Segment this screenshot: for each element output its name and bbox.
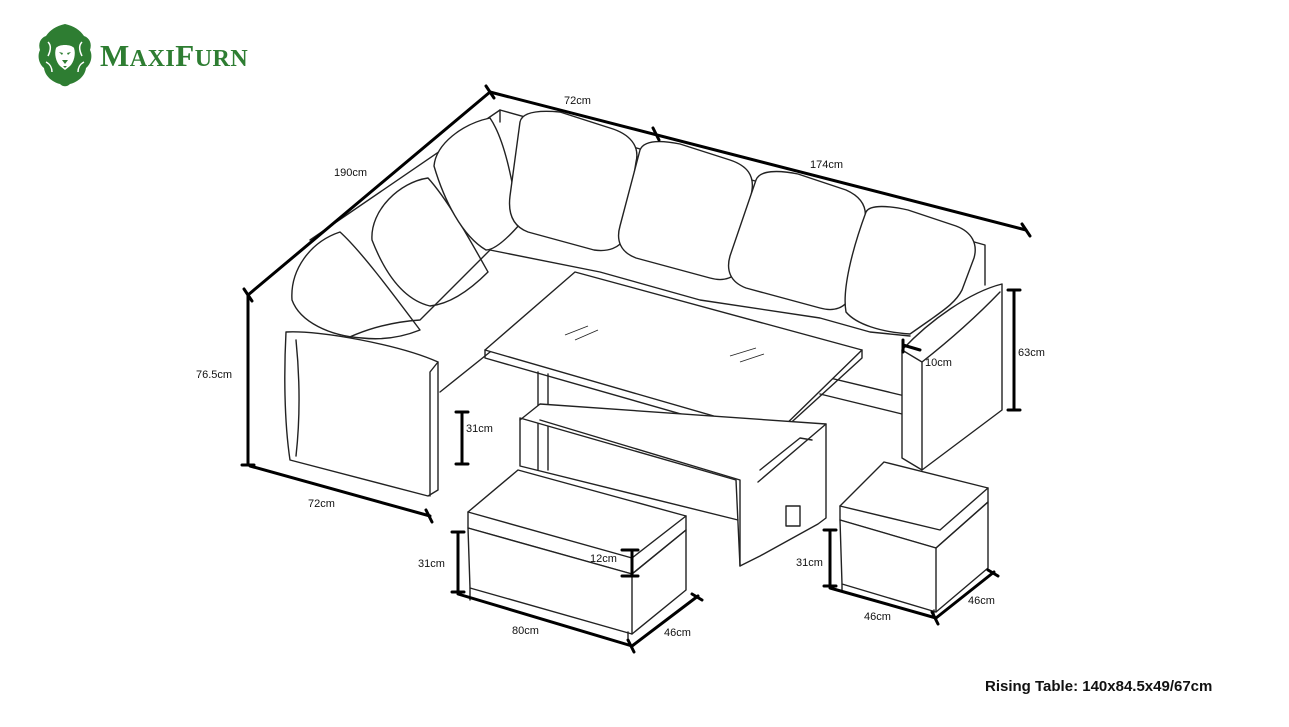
rising-table-base — [519, 403, 827, 567]
label-46cm-bench: 46cm — [664, 627, 691, 639]
dim-line-174 — [488, 90, 1028, 232]
label-12cm: 12cm — [590, 553, 617, 565]
label-31cm-bench: 31cm — [418, 558, 445, 570]
stool-body — [839, 519, 937, 613]
brand-name: MAXIFURN — [100, 37, 249, 73]
lion-head-icon — [38, 24, 92, 87]
label-76-5cm: 76.5cm — [196, 369, 232, 381]
label-174cm: 174cm — [810, 159, 843, 171]
back-cushion — [844, 205, 976, 335]
label-46cm-stool-d: 46cm — [968, 595, 995, 607]
label-63cm: 63cm — [1018, 347, 1045, 359]
sofa-left-arm — [284, 331, 439, 497]
label-10cm: 10cm — [925, 357, 952, 369]
stool-top — [839, 461, 989, 531]
back-cushion — [508, 110, 638, 252]
back-cushion — [371, 177, 489, 307]
sofa-right-arm — [901, 283, 1003, 471]
label-80cm: 80cm — [512, 625, 539, 637]
dim-line-46-stool-d — [934, 570, 996, 620]
label-72cm-arm: 72cm — [308, 498, 335, 510]
label-31cm-stool: 31cm — [796, 557, 823, 569]
brand-logo: MAXIFURN — [36, 22, 248, 88]
dim-line-46-stool-w — [828, 586, 938, 620]
dim-line-80 — [456, 592, 634, 648]
dim-line-190 — [246, 90, 492, 297]
dim-line-46-bench — [630, 594, 700, 648]
label-72cm-corner: 72cm — [564, 95, 591, 107]
rising-table-spec: Rising Table: 140x84.5x49/67cm — [985, 678, 1213, 695]
label-190cm: 190cm — [334, 167, 367, 179]
dim-line-72-arm — [248, 464, 432, 518]
label-31cm-seat: 31cm — [466, 423, 493, 435]
label-46cm-stool-w: 46cm — [864, 611, 891, 623]
dim-line-10 — [901, 343, 922, 352]
